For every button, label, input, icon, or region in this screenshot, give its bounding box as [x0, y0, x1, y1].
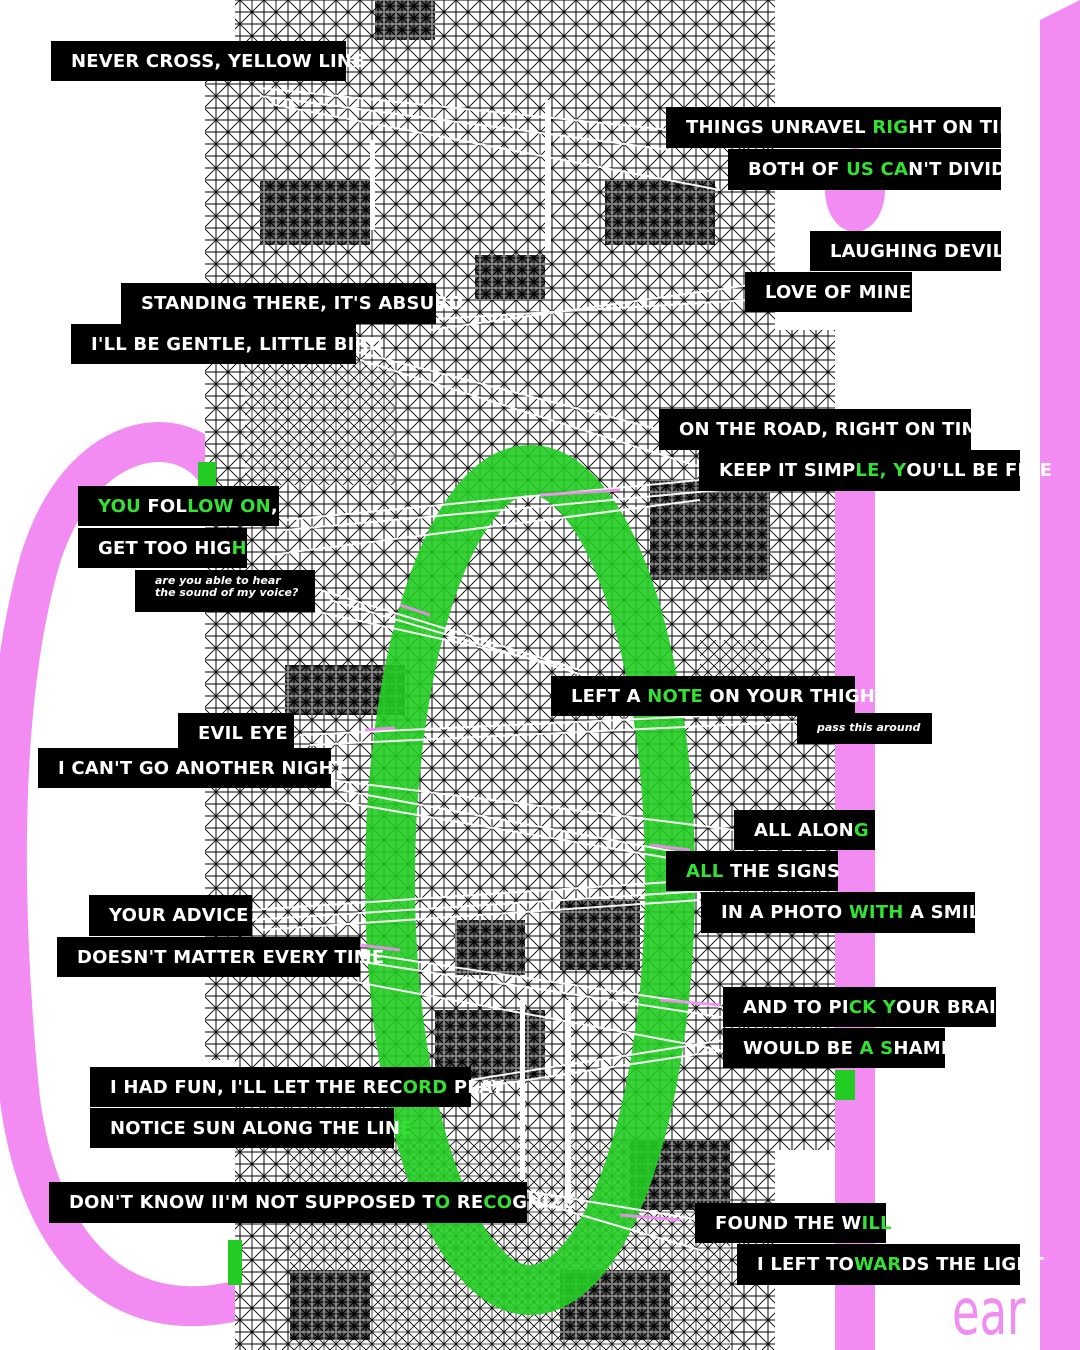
- lyric-text: LEFT A: [571, 685, 648, 707]
- highlighted-text: WAR: [853, 1254, 902, 1275]
- lyric-text: LOVE OF MINE: [765, 281, 912, 303]
- lyric-text: NOTICE SUN ALONG THE LIN: [110, 1117, 401, 1139]
- lyric-text: ON THE ROAD, RIGHT ON TIME: [679, 419, 993, 440]
- lyric-label-love-of-mine: LOVE OF MINE: [745, 272, 912, 312]
- highlighted-text: US CA: [846, 159, 909, 180]
- voice-question-line1: are you able to hear: [155, 574, 281, 587]
- lyric-text: FOL: [140, 495, 188, 517]
- lyric-text: THE SIGNS: [723, 860, 841, 882]
- lyric-label-laughing-devil: LAUGHING DEVIL: [810, 231, 1005, 271]
- highlighted-text: CK Y: [848, 996, 897, 1018]
- lyric-text: I LEFT TO: [757, 1254, 854, 1275]
- pink-bar-right: [1040, 20, 1080, 1350]
- lyric-label-standing-there: STANDING THERE, IT'S ABSURD: [121, 283, 463, 324]
- lyric-text: NEVER CROSS, YELLOW LINE: [71, 50, 365, 72]
- highlighted-text: LE, Y: [855, 460, 907, 481]
- highlighted-text: YOU: [98, 495, 141, 517]
- lyric-label-your-advice: YOUR ADVICE: [89, 895, 252, 936]
- lyric-text: WOULD BE: [743, 1037, 860, 1059]
- pink-arc-left: [0, 422, 245, 1327]
- lyric-text: IN A PHOTO: [721, 902, 849, 923]
- corner-word-ear: ear: [952, 1276, 1026, 1350]
- lyric-text: HAME: [893, 1037, 954, 1059]
- lyric-text: DOESN'T MATTER EVERY TIME: [77, 946, 385, 968]
- lyric-text: STANDING THERE, IT'S ABSURD: [141, 293, 464, 314]
- highlighted-text: NOTE: [647, 685, 703, 707]
- lyric-text: OUR BRAIN: [896, 996, 1012, 1018]
- highlighted-text: CO: [483, 1192, 513, 1213]
- highlighted-text: A S: [859, 1037, 894, 1059]
- lyric-text: HT ON TIME: [908, 117, 1030, 138]
- pass-around-text: pass this around: [817, 721, 921, 734]
- lyric-text: OU'LL BE FINE: [906, 460, 1053, 481]
- lyric-text: ON YOUR THIGH: [702, 685, 875, 707]
- lyric-text: BOTH OF: [748, 159, 847, 180]
- lyric-text: AND TO PI: [743, 996, 849, 1018]
- lyric-text: RE: [450, 1192, 484, 1213]
- lyric-text: ,: [270, 495, 278, 517]
- lyric-label-doesnt-matter: DOESN'T MATTER EVERY TIME: [57, 937, 384, 977]
- lyric-text: ALL ALON: [754, 819, 854, 841]
- lyric-label-all-the-signs: ALL THE SIGNS: [666, 851, 841, 891]
- pass-around-note: pass this around: [797, 713, 932, 744]
- voice-question-note: are you able to hear the sound of my voi…: [135, 570, 315, 612]
- highlighted-text: G: [853, 819, 869, 841]
- lyric-text: A SMILE: [903, 902, 993, 923]
- lyric-text: I HAD FUN, I'LL LET THE REC: [110, 1076, 403, 1098]
- highlighted-text: E: [400, 1117, 413, 1139]
- highlighted-text: ILL: [861, 1212, 892, 1234]
- lyric-label-in-a-photo: IN A PHOTO WITH A SMILE: [701, 892, 993, 933]
- highlighted-text: H: [231, 537, 247, 559]
- highlighted-text: LOW ON: [187, 495, 271, 517]
- lyric-text: EVIL EYE: [198, 722, 288, 744]
- lyric-label-gentle-bird: I'LL BE GENTLE, LITTLE BIRD: [71, 324, 384, 364]
- lyric-text: LAUGHING DEVIL: [830, 240, 1005, 262]
- lyric-text: THINGS UNRAVEL: [686, 117, 873, 138]
- lyric-label-evil-eye: EVIL EYE: [178, 713, 294, 753]
- lyric-text: PLAY: [447, 1076, 505, 1098]
- highlighted-text: WITH: [848, 902, 904, 923]
- highlighted-text: ORD: [402, 1076, 448, 1098]
- lyric-text: GET TOO HIG: [98, 537, 232, 559]
- lyric-text: KEEP IT SIMP: [719, 460, 856, 481]
- lyric-label-on-the-road: ON THE ROAD, RIGHT ON TIME: [659, 409, 992, 450]
- lyric-label-left-a-note: LEFT A NOTE ON YOUR THIGH: [551, 676, 875, 716]
- lyric-text: YOUR ADVICE: [109, 905, 249, 926]
- highlighted-text: O: [434, 1192, 451, 1213]
- lyric-text: DS THE LIGHT: [901, 1254, 1045, 1275]
- lyric-text: I'LL BE GENTLE, LITTLE BIRD: [91, 333, 384, 355]
- lyric-label-another-night: I CAN'T GO ANOTHER NIGHT: [38, 748, 346, 788]
- lyric-text: I CAN'T GO ANOTHER NIGHT: [58, 757, 347, 779]
- voice-question-line2: the sound of my voice?: [155, 586, 299, 599]
- lyric-text: GNIZE: [512, 1192, 576, 1213]
- lyric-text: N'T DIVIDE: [908, 159, 1019, 180]
- lyric-text: DON'T KNOW II'M NOT SUPPOSED T: [69, 1192, 435, 1213]
- highlighted-text: RIG: [872, 117, 909, 138]
- lyric-label-never-cross: NEVER CROSS, YELLOW LINE: [51, 41, 365, 81]
- highlighted-text: ALL: [686, 860, 724, 882]
- lyric-text: FOUND THE W: [715, 1212, 862, 1234]
